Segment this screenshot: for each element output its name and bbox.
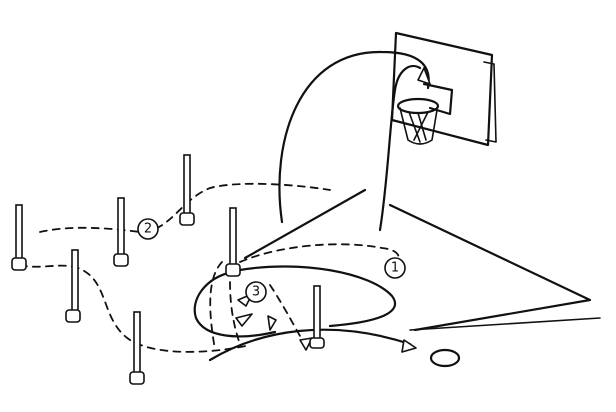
- pole-icon: [309, 285, 325, 349]
- marker-3: 3: [245, 281, 267, 303]
- pole-icon: [113, 197, 129, 267]
- marker-3-label: 3: [252, 285, 260, 300]
- marker-1-label: 1: [391, 261, 399, 276]
- shot-arc-inner: [378, 64, 422, 232]
- movement-arcs: [193, 265, 417, 362]
- path-2-top: [39, 182, 331, 233]
- backboard-square: [422, 82, 454, 116]
- arrow-icon: [299, 337, 313, 351]
- pole-icon: [11, 204, 27, 271]
- cone-poles: [11, 154, 325, 385]
- arc-left: [193, 270, 277, 338]
- lane-right-line: [388, 203, 592, 332]
- basket-icon: [390, 31, 497, 147]
- arrow-icon: [267, 315, 277, 331]
- baseline-left: [243, 188, 367, 260]
- pole-icon: [129, 311, 145, 385]
- hoop-rim: [396, 97, 440, 115]
- net-mesh: [408, 111, 429, 143]
- ball-icon: [429, 348, 461, 368]
- shot-arc: [278, 50, 431, 232]
- shot-arc-outer: [278, 50, 430, 224]
- arc-right: [238, 265, 397, 328]
- pole-icon: [65, 249, 81, 323]
- marker-2-label: 2: [144, 222, 152, 237]
- arc-bottom: [208, 328, 412, 362]
- marker-2: 2: [137, 218, 159, 240]
- arrow-icon: [235, 313, 253, 327]
- arrow-icon: [417, 67, 431, 85]
- court-lines: [243, 188, 601, 332]
- path-2-bottom: [19, 264, 251, 353]
- pole-icon: [179, 154, 195, 226]
- net-icon: [399, 107, 438, 145]
- path-3-inner: [269, 284, 301, 337]
- arrow-icon: [401, 339, 417, 353]
- court-front-line: [409, 317, 601, 331]
- marker-1: 1: [384, 257, 406, 279]
- path-3: [209, 261, 241, 351]
- backboard: [390, 31, 494, 147]
- backboard-support: [483, 61, 497, 143]
- pole-icon: [225, 207, 241, 277]
